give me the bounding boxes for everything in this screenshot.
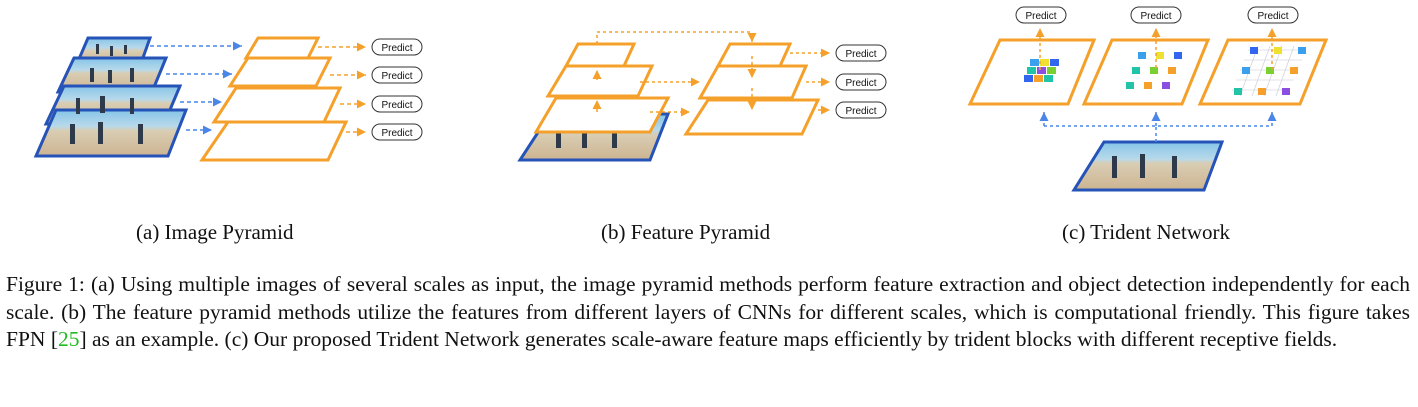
people-silhouettes	[70, 44, 143, 144]
figure-diagram: Predict Predict Predict Predict	[33, 6, 1329, 192]
image-pyramid-predict-arrows	[318, 42, 366, 137]
people-silhouettes	[1112, 154, 1177, 178]
caption-text-tail: ] as an example. (c) Our proposed Triden…	[79, 327, 1338, 351]
subcaption-a: (a) Image Pyramid	[136, 220, 294, 244]
predict-box: Predict	[371, 66, 423, 84]
svg-text:Predict: Predict	[845, 78, 876, 89]
citation-link[interactable]: 25	[57, 327, 80, 351]
trident-predict-arrows	[1035, 28, 1277, 70]
svg-text:Predict: Predict	[381, 71, 412, 82]
beach-image-input	[1071, 140, 1225, 192]
panel-a-image-pyramid: Predict Predict Predict Predict	[33, 36, 423, 162]
subcaption-b: (b) Feature Pyramid	[601, 220, 771, 244]
image-pyramid-feature-maps	[199, 36, 349, 162]
svg-text:Predict: Predict	[381, 43, 412, 54]
bottom-up-feature-maps	[533, 42, 671, 134]
predict-box: Predict	[371, 38, 423, 56]
feature-map-branch-2	[1081, 38, 1211, 106]
subcaption-c: (c) Trident Network	[1062, 220, 1230, 244]
svg-text:Predict: Predict	[381, 100, 412, 111]
predict-box: Predict	[1247, 6, 1299, 24]
predict-box: Predict	[371, 123, 423, 141]
bottom-up-arrows	[592, 31, 757, 117]
svg-text:Predict: Predict	[845, 106, 876, 117]
trident-branch-arrows	[1039, 112, 1277, 142]
panel-b-feature-pyramid: Predict Predict Predict	[517, 31, 887, 162]
predict-box: Predict	[1015, 6, 1067, 24]
svg-text:Predict: Predict	[381, 128, 412, 139]
figure-caption: Figure 1: (a) Using multiple images of s…	[6, 271, 1410, 354]
predict-box: Predict	[835, 73, 887, 91]
top-down-arrows	[747, 48, 830, 115]
svg-text:Predict: Predict	[1257, 11, 1288, 22]
panel-c-trident-network: Predict Predict Predict	[967, 6, 1329, 192]
image-pyramid-predict-boxes: Predict Predict Predict Predict	[371, 38, 423, 141]
svg-text:Predict: Predict	[1140, 11, 1171, 22]
predict-box: Predict	[371, 95, 423, 113]
predict-box: Predict	[835, 44, 887, 62]
svg-text:Predict: Predict	[1025, 11, 1056, 22]
top-down-feature-maps	[683, 42, 821, 136]
feature-pyramid-predict-boxes: Predict Predict Predict	[835, 44, 887, 119]
people-silhouettes	[556, 126, 617, 148]
image-pyramid-arrows	[150, 41, 242, 135]
svg-text:Predict: Predict	[845, 49, 876, 60]
trident-grid-cells	[1024, 45, 1306, 97]
predict-box: Predict	[1130, 6, 1182, 24]
predict-box: Predict	[835, 101, 887, 119]
trident-predict-boxes: Predict Predict Predict	[1015, 6, 1299, 24]
caption-text: Figure 1: (a) Using multiple images of s…	[6, 272, 1410, 351]
feature-map-branch-3	[1197, 38, 1329, 106]
image-pyramid-images	[33, 36, 189, 158]
beach-image-4	[33, 108, 189, 158]
